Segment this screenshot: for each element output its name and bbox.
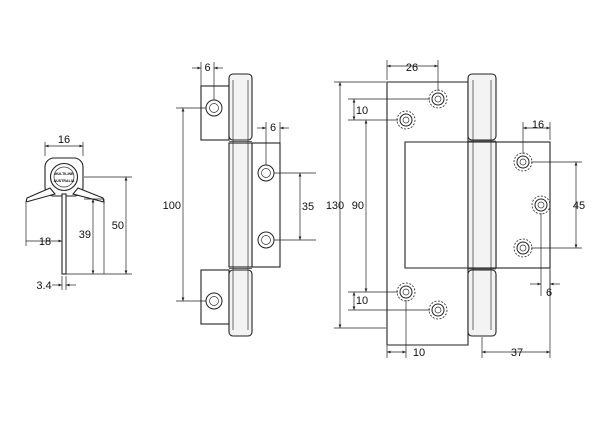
small-hole-bottom	[205, 292, 223, 310]
side-view: MULTILINE AUSTRALIA 16 18 39 50 3.4	[25, 134, 132, 292]
dim-side-39: 39	[79, 229, 91, 241]
dim-side-16: 16	[58, 134, 70, 146]
dim-small-100: 100	[163, 200, 181, 212]
small-knuckle-bottom	[228, 269, 253, 337]
small-hole-mid-top	[257, 164, 275, 182]
small-hole-mid-bottom	[257, 231, 275, 249]
large-leaf-left	[386, 81, 469, 346]
logo-badge	[49, 162, 79, 192]
left-wing	[25, 187, 56, 203]
small-knuckle-top	[228, 73, 253, 141]
dim-large-10-bottom: 10	[356, 295, 368, 307]
logo-line1: MULTILINE	[55, 172, 74, 176]
dim-side-18: 18	[39, 236, 51, 248]
dim-small-35: 35	[302, 201, 314, 213]
large-hinge: 26 10 90 130 10 10 16 45	[326, 60, 585, 359]
dim-large-6: 6	[546, 287, 552, 299]
dim-large-90: 90	[352, 200, 364, 212]
dim-side-50: 50	[112, 220, 124, 232]
dim-large-26: 26	[406, 62, 418, 74]
dim-large-130: 130	[326, 200, 344, 212]
side-pin	[61, 193, 67, 275]
small-knuckle-mid	[228, 142, 253, 268]
dim-side-3-4: 3.4	[36, 280, 51, 292]
dim-large-10-under: 10	[413, 347, 425, 359]
dim-large-37: 37	[511, 347, 523, 359]
large-knuckle-top	[467, 73, 497, 141]
dim-large-16: 16	[532, 119, 544, 131]
large-knuckle-mid	[467, 141, 497, 269]
small-hole-top	[205, 99, 223, 117]
logo-inner	[53, 166, 75, 188]
logo-line2: AUSTRALIA	[54, 179, 75, 183]
dim-large-10-top: 10	[356, 105, 368, 117]
dim-small-6-mid: 6	[270, 122, 276, 134]
dim-small-6-top: 6	[204, 62, 210, 74]
large-knuckle-bottom	[467, 269, 497, 337]
small-hinge: 6 6 35 100	[163, 62, 316, 337]
dim-large-45: 45	[573, 200, 585, 212]
right-wing	[72, 187, 105, 203]
